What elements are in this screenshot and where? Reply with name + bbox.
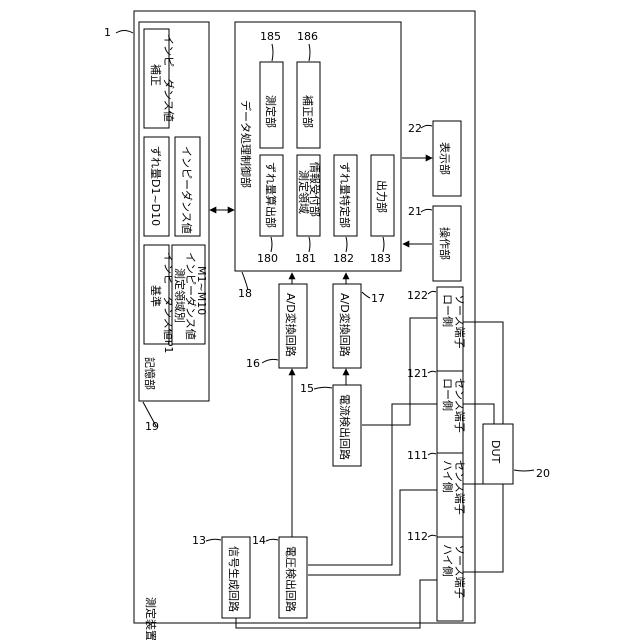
shift-calc-number: 180 <box>257 252 278 265</box>
device-leader <box>116 31 133 34</box>
storage-number: 19 <box>145 420 159 433</box>
signal-label: 信号生成回路 <box>227 546 241 612</box>
current-number: 15 <box>300 382 314 395</box>
low-source-line2: ソース端子 <box>453 294 466 348</box>
high-source-line1: ハイ側 <box>441 544 454 577</box>
ad16-number: 16 <box>246 357 260 370</box>
measure-number: 185 <box>260 30 281 43</box>
ad17-number: 17 <box>371 292 385 305</box>
display-label: 表示部 <box>438 142 452 175</box>
ad17-label: A/D変換回路 <box>338 293 352 357</box>
shift-identify-number: 182 <box>333 252 354 265</box>
low-sense-line1: ロー側 <box>441 378 454 411</box>
device-number: 1 <box>104 26 111 39</box>
dut-leader <box>514 470 534 471</box>
storage-item-area-line3: M1~M10 <box>195 266 208 315</box>
operation-number: 21 <box>408 205 422 218</box>
storage-label: 記憶部 <box>143 357 157 390</box>
shift-calc-label: ずれ量算出部 <box>264 162 278 228</box>
storage-item-shift-label: ずれ量D1~D10 <box>149 146 162 226</box>
current-label: 電流検出回路 <box>338 394 352 460</box>
storage-item-reference-line1: 基準 <box>149 285 163 307</box>
measure-label: 測定部 <box>264 95 278 128</box>
ad16-label: A/D変換回路 <box>284 293 298 357</box>
output-label: 出力部 <box>375 180 389 213</box>
display-number: 22 <box>408 122 422 135</box>
correction-label: 補正部 <box>301 95 315 128</box>
device-label: 測定装置 <box>144 597 158 640</box>
area-info-line2: 情報受付部 <box>308 162 322 217</box>
low-source-line1: ロー側 <box>441 294 454 327</box>
correction-number: 186 <box>297 30 318 43</box>
processor-number: 18 <box>238 287 252 300</box>
low-source-number: 122 <box>407 289 428 302</box>
high-sense-line2: センス端子 <box>453 460 466 515</box>
operation-label: 操作部 <box>438 227 452 260</box>
high-sense-number: 111 <box>407 449 428 462</box>
processor-label: データ処理制御部 <box>239 100 253 188</box>
voltage-number: 14 <box>252 534 266 547</box>
high-source-number: 112 <box>407 530 428 543</box>
low-sense-line2: センス端子 <box>453 378 466 433</box>
storage-item-correction-line1: 補正 <box>149 64 162 86</box>
output-number: 183 <box>370 252 391 265</box>
storage-item-impedance-label: インピーダンス値 <box>180 146 194 234</box>
signal-number: 13 <box>192 534 206 547</box>
dut-label: DUT <box>489 440 502 464</box>
high-source-line2: ソース端子 <box>453 544 466 598</box>
storage-item-correction-line2: インピーダンス値 <box>162 34 176 122</box>
dut-number: 20 <box>536 467 550 480</box>
voltage-label: 電圧検出回路 <box>284 546 298 612</box>
high-sense-line1: ハイ側 <box>441 460 454 493</box>
area-info-number: 181 <box>295 252 316 265</box>
shift-identify-label: ずれ量特定部 <box>338 162 352 228</box>
